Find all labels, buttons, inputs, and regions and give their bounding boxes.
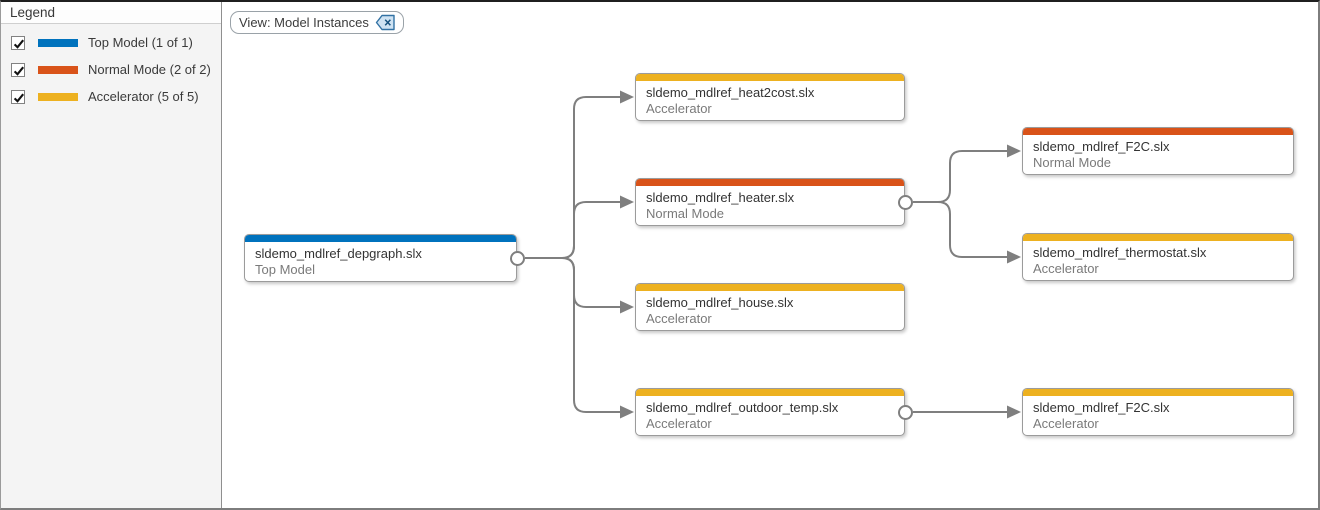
node-port-outdoor-temp[interactable]: [897, 404, 913, 420]
node-title: sldemo_mdlref_depgraph.slx: [255, 246, 422, 261]
model-node-f2c-accelerator[interactable]: sldemo_mdlref_F2C.slx Accelerator: [1022, 388, 1294, 436]
checkbox-check-icon: [13, 39, 25, 49]
view-filter-chip[interactable]: View: Model Instances: [230, 11, 404, 34]
clear-filter-button[interactable]: [375, 14, 396, 31]
node-port-depgraph[interactable]: [509, 250, 525, 266]
edge-depgraph-heat2cost: [525, 96, 620, 259]
view-filter-label: View: Model Instances: [239, 15, 369, 30]
model-node-heater[interactable]: sldemo_mdlref_heater.slx Normal Mode: [635, 178, 905, 226]
node-type-bar: [245, 235, 516, 242]
node-type-bar: [1023, 128, 1293, 135]
checkbox-check-icon: [13, 93, 25, 103]
legend-rows: Top Model (1 of 1) Normal Mode (2 of 2): [1, 24, 221, 110]
edge-depgraph-heater: [525, 201, 620, 259]
model-node-thermostat[interactable]: sldemo_mdlref_thermostat.slx Accelerator: [1022, 233, 1294, 281]
model-node-house[interactable]: sldemo_mdlref_house.slx Accelerator: [635, 283, 905, 331]
arrowhead-icon: [620, 195, 634, 209]
arrowhead-icon: [1007, 405, 1021, 419]
node-type-bar: [1023, 389, 1293, 396]
legend-checkbox[interactable]: [11, 35, 25, 50]
node-type-bar: [636, 179, 904, 186]
legend-title: Legend: [1, 2, 221, 24]
arrowhead-icon: [1007, 250, 1021, 264]
graph-canvas: View: Model Instances: [222, 2, 1318, 508]
node-subtitle: Top Model: [255, 262, 315, 277]
node-subtitle: Accelerator: [1033, 261, 1099, 276]
arrowhead-icon: [620, 90, 634, 104]
model-node-outdoor-temp[interactable]: sldemo_mdlref_outdoor_temp.slx Accelerat…: [635, 388, 905, 436]
model-node-f2c-normal[interactable]: sldemo_mdlref_F2C.slx Normal Mode: [1022, 127, 1294, 175]
node-subtitle: Accelerator: [646, 101, 712, 116]
legend-color-swatch: [38, 38, 78, 47]
node-subtitle: Accelerator: [646, 311, 712, 326]
edge-heater-thermostat: [913, 201, 1007, 258]
legend-item-label: Normal Mode (2 of 2): [88, 62, 211, 77]
legend-row-top-model[interactable]: Top Model (1 of 1): [1, 29, 221, 56]
arrowhead-icon: [1007, 144, 1021, 158]
node-subtitle: Normal Mode: [646, 206, 725, 221]
node-type-bar: [636, 284, 904, 291]
node-title: sldemo_mdlref_house.slx: [646, 295, 794, 310]
edge-heater-f2c: [913, 150, 1007, 203]
legend-row-accelerator[interactable]: Accelerator (5 of 5): [1, 83, 221, 110]
node-title: sldemo_mdlref_heat2cost.slx: [646, 85, 815, 100]
arrowhead-icon: [620, 300, 634, 314]
model-node-heat2cost[interactable]: sldemo_mdlref_heat2cost.slx Accelerator: [635, 73, 905, 121]
node-subtitle: Normal Mode: [1033, 155, 1112, 170]
node-type-bar: [636, 74, 904, 81]
checkbox-check-icon: [13, 66, 25, 76]
legend-item-label: Accelerator (5 of 5): [88, 89, 199, 104]
node-subtitle: Accelerator: [1033, 416, 1099, 431]
node-title: sldemo_mdlref_F2C.slx: [1033, 400, 1170, 415]
legend-color-swatch: [38, 92, 78, 101]
node-type-bar: [636, 389, 904, 396]
edge-depgraph-house: [525, 257, 620, 308]
model-node-depgraph[interactable]: sldemo_mdlref_depgraph.slx Top Model: [244, 234, 517, 282]
node-title: sldemo_mdlref_heater.slx: [646, 190, 795, 205]
node-title: sldemo_mdlref_thermostat.slx: [1033, 245, 1207, 260]
edge-depgraph-outdoor-temp: [525, 257, 620, 413]
node-type-bar: [1023, 234, 1293, 241]
node-title: sldemo_mdlref_outdoor_temp.slx: [646, 400, 839, 415]
node-port-heater[interactable]: [897, 194, 913, 210]
legend-color-swatch: [38, 65, 78, 74]
legend-row-normal-mode[interactable]: Normal Mode (2 of 2): [1, 56, 221, 83]
legend-checkbox[interactable]: [11, 62, 25, 77]
legend-item-label: Top Model (1 of 1): [88, 35, 193, 50]
backspace-x-icon: [375, 14, 395, 31]
arrowhead-icon: [620, 405, 634, 419]
legend-checkbox[interactable]: [11, 89, 25, 104]
node-subtitle: Accelerator: [646, 416, 712, 431]
node-title: sldemo_mdlref_F2C.slx: [1033, 139, 1170, 154]
legend-panel: Legend Top Model (1 of 1) Normal M: [1, 2, 222, 508]
